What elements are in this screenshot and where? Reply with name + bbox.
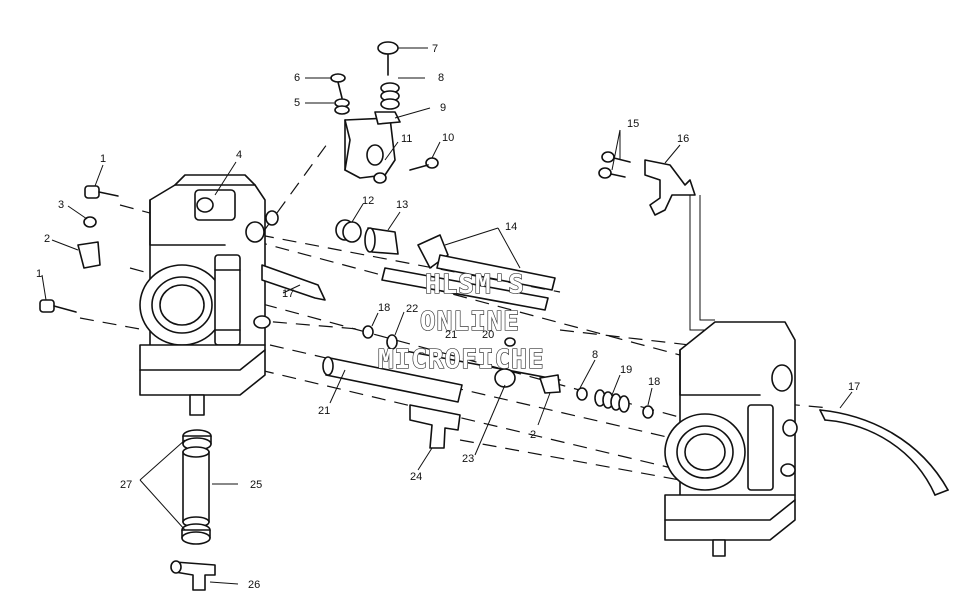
fuel-hose-right bbox=[819, 409, 949, 496]
left-fasteners bbox=[39, 185, 119, 313]
callout-18: 18 bbox=[378, 302, 390, 314]
callout-14: 14 bbox=[505, 221, 517, 233]
callout-17: 17 bbox=[848, 381, 860, 393]
watermark-line-1: HLSM'S bbox=[425, 270, 525, 300]
callout-1: 1 bbox=[36, 268, 42, 280]
drain-parts bbox=[170, 429, 216, 591]
callout-17: 17 bbox=[282, 288, 294, 300]
right-bracket bbox=[598, 151, 696, 216]
callout-16: 16 bbox=[677, 133, 689, 145]
callout-2: 2 bbox=[530, 429, 536, 441]
callout-8: 8 bbox=[592, 349, 598, 361]
callout-10: 10 bbox=[442, 132, 454, 144]
throttle-cover-bracket bbox=[344, 111, 401, 179]
callout-9: 9 bbox=[440, 102, 446, 114]
callout-22: 22 bbox=[406, 303, 418, 315]
callout-21: 21 bbox=[445, 329, 457, 341]
watermark-line-2: ONLINE bbox=[420, 307, 520, 337]
callout-labels: 7 6 8 5 9 11 10 4 1 3 2 12 13 14 17 1 18… bbox=[36, 43, 860, 591]
callout-1: 1 bbox=[100, 153, 106, 165]
left-carburetor bbox=[139, 174, 326, 416]
callout-23: 23 bbox=[462, 453, 474, 465]
callout-18: 18 bbox=[648, 376, 660, 388]
callout-20: 20 bbox=[482, 329, 494, 341]
callout-15: 15 bbox=[627, 118, 639, 130]
callout-13: 13 bbox=[396, 199, 408, 211]
watermark-line-3: MICROFICHE bbox=[378, 345, 545, 375]
center-shaft-parts bbox=[322, 325, 654, 449]
callout-12: 12 bbox=[362, 195, 374, 207]
callout-5: 5 bbox=[294, 97, 300, 109]
callout-7: 7 bbox=[432, 43, 438, 55]
callout-8: 8 bbox=[438, 72, 444, 84]
middle-upper-parts bbox=[335, 219, 556, 311]
callout-19: 19 bbox=[620, 364, 632, 376]
callout-21: 21 bbox=[318, 405, 330, 417]
callout-26: 26 bbox=[248, 579, 260, 591]
callout-6: 6 bbox=[294, 72, 300, 84]
callout-3: 3 bbox=[58, 199, 64, 211]
callout-11: 11 bbox=[401, 133, 412, 145]
leader-lines bbox=[41, 47, 853, 585]
callout-4: 4 bbox=[236, 149, 242, 161]
watermark: HLSM'S ONLINE MICROFICHE bbox=[377, 269, 545, 375]
callout-27: 27 bbox=[120, 479, 132, 491]
callout-2: 2 bbox=[44, 233, 50, 245]
right-carburetor bbox=[664, 321, 798, 557]
callout-24: 24 bbox=[410, 471, 422, 483]
callout-25: 25 bbox=[250, 479, 262, 491]
